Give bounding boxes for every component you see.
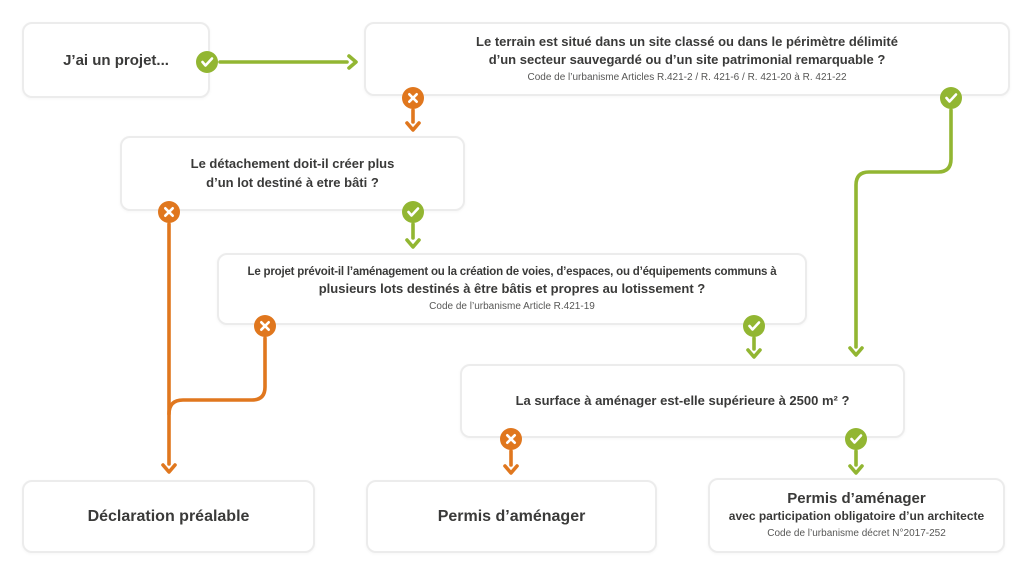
connector-no-surface-to-permis [503,449,519,475]
question-line: Le terrain est situé dans un site classé… [476,33,898,49]
arrowhead-down [503,464,519,475]
arrowhead-down [161,463,177,474]
connector-yes-start-to-terrain [218,54,358,70]
node-question-terrain: Le terrain est situé dans un site classé… [364,22,1010,96]
node-start-title: J’ai un projet... [63,51,169,69]
connector-yes-lotissement-to-surface [746,336,762,359]
question-line: d’un secteur sauvegardé ou d’un site pat… [488,52,886,67]
result-title: Permis d’aménager [437,507,586,525]
connector-yes-surface-to-permis-architecte [848,449,864,475]
node-start: J’ai un projet... [22,22,210,98]
connector-yes-detachement-to-lotissement [405,222,421,249]
question-line: d’un lot destiné à etre bâti ? [206,174,379,190]
node-question-detachement: Le détachement doit-il créer plus d’un l… [120,136,465,211]
result-title: Permis d’aménager [787,490,926,508]
question-line: Le projet prévoit-il l’aménagement ou la… [247,265,777,278]
connector-yes-terrain-to-surface [848,108,953,357]
connector-no-lotissement-merge [167,336,267,416]
result-title: Déclaration préalable [87,507,250,525]
node-question-surface: La surface à aménager est-elle supérieur… [460,364,905,438]
node-result-permis-amenager-architecte: Permis d’aménager avec participation obl… [708,478,1005,553]
node-result-permis-amenager: Permis d’aménager [366,480,657,553]
legal-reference: Code de l’urbanisme décret N°2017-252 [767,527,946,539]
question-line: Le détachement doit-il créer plus [190,156,395,172]
question-line: plusieurs lots destinés à être bâtis et … [318,280,706,296]
result-subtitle: avec participation obligatoire d’un arch… [728,509,985,524]
legal-reference: Code de l’urbanisme Article R.421-19 [429,301,595,313]
connector-no-detachement-to-declaration [161,222,177,474]
arrowhead-down [405,121,421,132]
node-question-lotissement: Le projet prévoit-il l’aménagement ou la… [217,253,807,325]
node-result-declaration-prealable: Déclaration préalable [22,480,315,553]
question-line: La surface à aménager est-elle supérieur… [515,392,850,408]
arrowhead-down [405,238,421,249]
arrowhead-down [848,346,864,357]
legal-reference: Code de l’urbanisme Articles R.421-2 / R… [527,72,847,84]
arrowhead-down [848,464,864,475]
arrowhead-down [746,348,762,359]
connector-no-terrain-to-detachement [405,108,421,132]
arrowhead-right [347,54,358,70]
